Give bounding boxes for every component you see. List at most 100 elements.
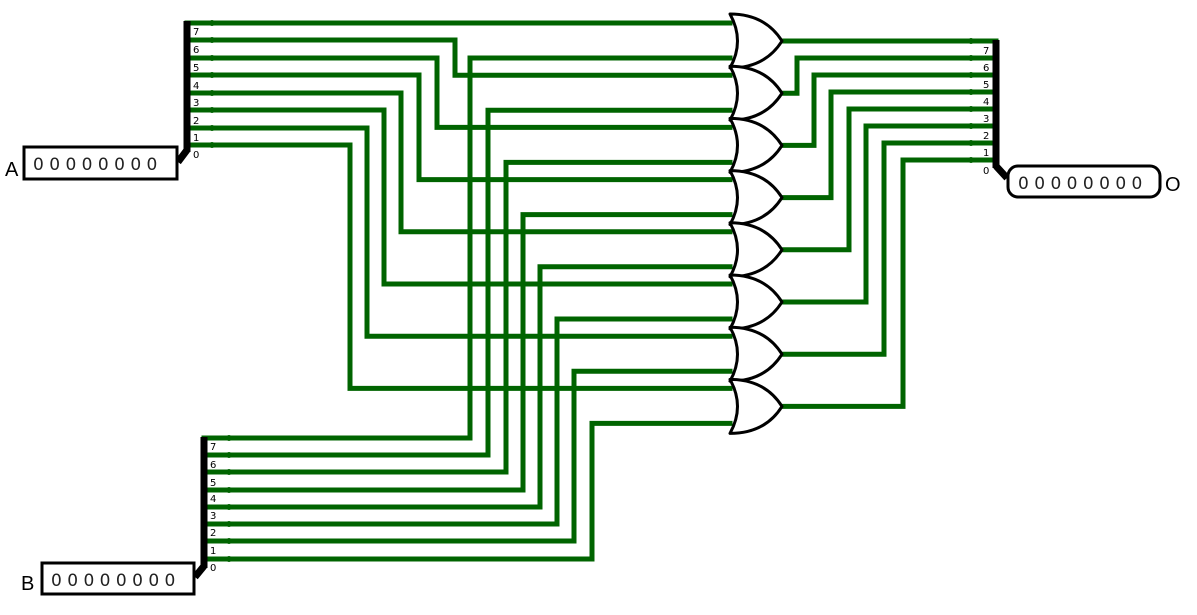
input-pin-b-value: 0 0 0 0 0 0 0 0	[51, 571, 175, 591]
tap-a-1	[209, 125, 215, 131]
splitter-o-stem	[993, 163, 1010, 181]
bit-label: 7	[983, 46, 989, 57]
bit-label: 5	[983, 80, 989, 91]
or-gate[interactable]	[728, 377, 784, 435]
bit-label: 2	[193, 116, 199, 127]
bit-label: 0	[210, 563, 216, 574]
input-pin-a[interactable]: 0 0 0 0 0 0 0 0 A	[5, 145, 179, 181]
wire-o-bit-2	[777, 123, 999, 305]
tap-o-0	[968, 157, 974, 163]
splitter-o[interactable]: 7 6 5 4 3 2 1 0	[983, 40, 1010, 181]
wire-a-bit-4	[184, 72, 733, 183]
bit-label: 2	[983, 131, 989, 142]
bit-label: 6	[193, 45, 199, 56]
wire-o-bit-5	[777, 72, 999, 148]
input-pin-b-box[interactable]	[40, 561, 196, 596]
wire-b-bit-3	[201, 264, 733, 510]
bit-label: 5	[210, 478, 216, 489]
wires-from-b	[201, 55, 733, 562]
bit-label: 3	[210, 511, 216, 522]
bit-label: 4	[193, 81, 199, 92]
tap-a-7	[209, 20, 215, 26]
tap-a-2	[209, 107, 215, 113]
splitter-b-stem	[192, 563, 207, 580]
bit-label: 0	[983, 166, 989, 177]
tap-o-1	[968, 140, 974, 146]
or-gates	[728, 12, 784, 435]
input-pin-b[interactable]: 0 0 0 0 0 0 0 0 B	[21, 561, 196, 596]
tap-a-3	[209, 90, 215, 96]
tap-b-6	[226, 452, 232, 458]
tap-b-4	[226, 487, 232, 493]
tap-b-2	[226, 521, 232, 527]
tap-o-4	[968, 89, 974, 95]
wire-b-bit-4	[201, 212, 733, 493]
or-gate[interactable]	[728, 273, 784, 331]
wire-a-bit-2	[184, 107, 733, 287]
input-pin-a-label: A	[5, 159, 19, 181]
wire-a-bit-5	[184, 55, 733, 130]
wires-from-a	[184, 20, 733, 391]
bit-label: 0	[193, 150, 199, 161]
wire-o-bit-6	[777, 55, 999, 96]
wire-b-bit-6	[201, 107, 733, 458]
tap-o-2	[968, 123, 974, 129]
wire-o-bit-3	[777, 106, 999, 253]
bit-label: 7	[193, 27, 199, 38]
tap-a-4	[209, 72, 215, 78]
bit-label: 5	[193, 63, 199, 74]
output-pin-o-value: 0 0 0 0 0 0 0 0	[1018, 174, 1142, 194]
bit-label: 7	[210, 442, 216, 453]
tap-a-6	[209, 37, 215, 43]
output-pin-o-box	[1006, 164, 1162, 199]
tap-b-1	[226, 538, 232, 544]
tap-o-3	[968, 106, 974, 112]
bit-label: 1	[983, 148, 989, 159]
bit-label: 4	[210, 494, 216, 505]
tap-b-3	[226, 504, 232, 510]
tap-b-5	[226, 469, 232, 475]
tap-b-0	[226, 556, 232, 562]
input-pin-b-label: B	[21, 573, 34, 595]
bit-label: 3	[983, 114, 989, 125]
wire-b-bit-0	[201, 420, 733, 562]
bit-label: 3	[193, 98, 199, 109]
output-pin-o-label: O	[1165, 174, 1181, 196]
tap-o-7	[968, 38, 974, 44]
wire-b-bit-2	[201, 316, 733, 527]
or-gate[interactable]	[728, 12, 784, 70]
or-gate[interactable]	[728, 169, 784, 227]
splitter-b[interactable]: 7 6 5 4 3 2 1 0	[192, 437, 216, 580]
tap-a-5	[209, 55, 215, 61]
wire-b-bit-5	[201, 159, 733, 475]
input-pin-a-value: 0 0 0 0 0 0 0 0	[33, 155, 157, 175]
tap-o-6	[968, 55, 974, 61]
wire-o-bit-1	[777, 140, 999, 357]
wire-a-bit-6	[184, 37, 733, 78]
or-gate[interactable]	[728, 325, 784, 383]
wire-b-bit-1	[201, 368, 733, 544]
wire-b-bit-7	[201, 55, 733, 441]
input-pin-a-box[interactable]	[22, 145, 179, 181]
wires-to-output	[777, 38, 999, 409]
tap-o-5	[968, 72, 974, 78]
or-gate[interactable]	[728, 116, 784, 174]
bit-label: 4	[983, 97, 989, 108]
bit-label: 6	[983, 63, 989, 74]
tap-b-7	[226, 435, 232, 441]
splitter-a[interactable]: 7 6 5 4 3 2 1 0	[175, 21, 199, 165]
bit-label: 2	[210, 528, 216, 539]
bit-label: 1	[210, 546, 216, 557]
output-pin-o: 0 0 0 0 0 0 0 0 O	[1006, 164, 1181, 199]
bit-label: 6	[210, 460, 216, 471]
bit-label: 1	[193, 133, 199, 144]
splitter-a-stem	[175, 147, 190, 165]
wire-a-bit-1	[184, 125, 733, 339]
wire-a-bit-3	[184, 90, 733, 235]
or-gate[interactable]	[728, 221, 784, 279]
wire-o-bit-4	[777, 89, 999, 201]
tap-a-0	[209, 142, 215, 148]
wire-o-bit-0	[777, 157, 999, 409]
or-gate[interactable]	[728, 64, 784, 122]
